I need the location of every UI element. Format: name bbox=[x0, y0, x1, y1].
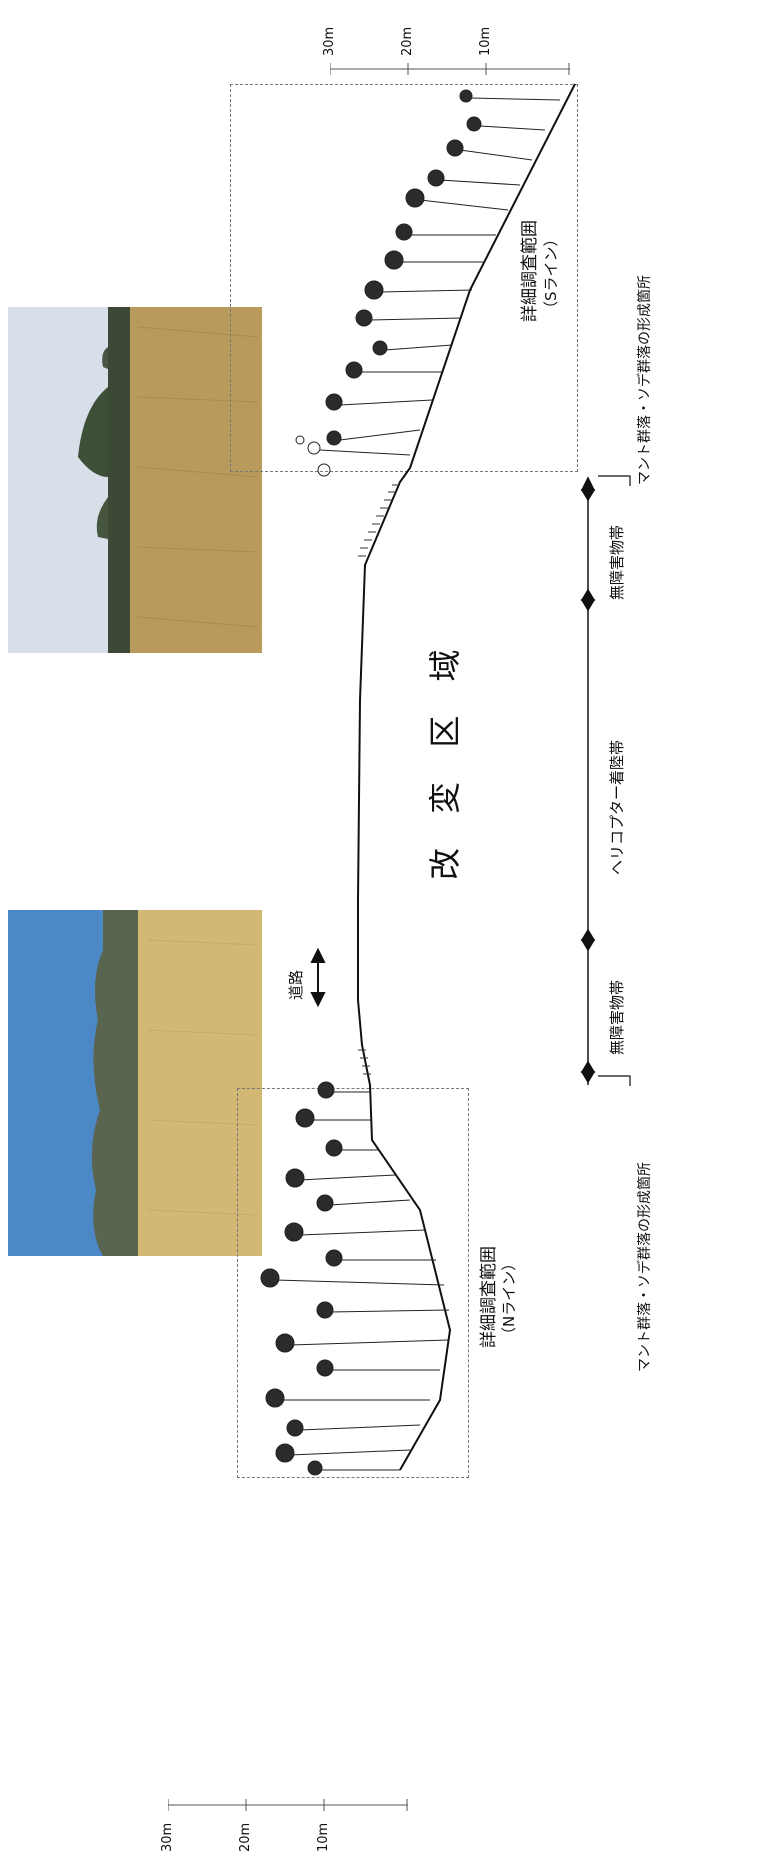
scale-bottom-label-10: 10m bbox=[316, 1822, 331, 1852]
survey-s-sublabel: （Sライン） bbox=[542, 231, 560, 316]
band-no-obstacle-2-label: 無障害物帯 bbox=[608, 979, 626, 1055]
survey-box-s bbox=[230, 84, 578, 472]
scale-bar-bottom bbox=[167, 1798, 408, 1811]
trees-s-line bbox=[295, 89, 561, 477]
band-no-obstacle-1-label: 無障害物帯 bbox=[608, 524, 626, 600]
mant-top-label: マント群落・ソデ群落の形成箇所 bbox=[637, 275, 653, 485]
survey-s-label: 詳細調査範囲 bbox=[520, 220, 540, 322]
scale-bar-bottom-graphic bbox=[167, 1799, 408, 1811]
ground-hatching bbox=[358, 484, 400, 1075]
modified-area-label: 改 変 区 域 bbox=[426, 637, 464, 880]
road-label: 道路 bbox=[287, 969, 305, 1000]
band-heli-landing-label: ヘリコプター着陸帯 bbox=[608, 739, 626, 875]
band-dimension-arrows bbox=[580, 476, 596, 1085]
scale-bar-top-graphic bbox=[329, 63, 570, 75]
terrain-line bbox=[357, 83, 576, 1471]
photo-field-bottom-image bbox=[8, 910, 262, 1256]
scale-bottom-label-30: 30m bbox=[160, 1822, 175, 1852]
photo-field-top-image bbox=[8, 307, 262, 653]
photo-field-top bbox=[8, 307, 262, 653]
trees-n-line bbox=[260, 1081, 450, 1476]
mant-leader-lines bbox=[598, 475, 631, 1086]
survey-n-label: 詳細調査範囲 bbox=[479, 1246, 499, 1348]
photo-field-bottom bbox=[8, 910, 262, 1256]
survey-n-sublabel: （Nライン） bbox=[500, 1255, 518, 1342]
road-arrow bbox=[310, 947, 326, 1008]
scale-bar-top bbox=[329, 62, 570, 75]
mant-bottom-label: マント群落・ソデ群落の形成箇所 bbox=[637, 1162, 653, 1372]
scale-bottom-label-20: 20m bbox=[238, 1822, 253, 1852]
survey-box-n bbox=[237, 1088, 469, 1478]
